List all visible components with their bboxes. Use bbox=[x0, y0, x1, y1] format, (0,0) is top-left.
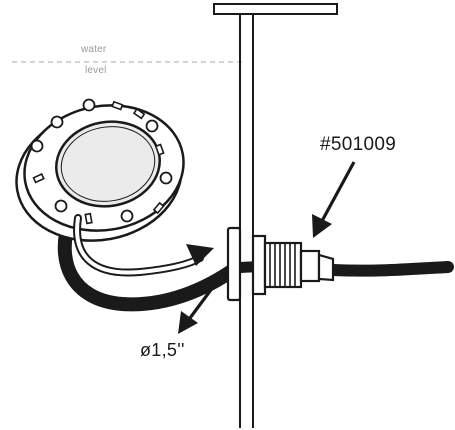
water-label: water bbox=[81, 44, 107, 55]
flange-hole bbox=[120, 209, 134, 223]
wall-top-bar bbox=[213, 3, 338, 15]
flange-hole bbox=[54, 199, 68, 213]
pool-light-fixture bbox=[15, 98, 185, 242]
part-number-arrow bbox=[312, 161, 356, 238]
flange-hole bbox=[145, 119, 159, 133]
flange-slot bbox=[154, 143, 165, 156]
cable-gland-501009 bbox=[299, 249, 321, 283]
flange-hole bbox=[50, 115, 64, 129]
diameter-arrow bbox=[178, 282, 218, 334]
flange-slot bbox=[152, 201, 165, 215]
flange-hole bbox=[30, 139, 44, 153]
flange-hole bbox=[82, 98, 96, 112]
level-label: level bbox=[85, 65, 107, 76]
flange-slot bbox=[84, 212, 93, 225]
wall-fitting bbox=[226, 226, 335, 302]
flange-hole bbox=[159, 171, 173, 185]
part-number-label: #501009 bbox=[320, 134, 397, 155]
flange-slot bbox=[32, 173, 45, 184]
flange-slot bbox=[132, 107, 146, 120]
diameter-label: ø1,5'' bbox=[140, 340, 185, 360]
flange-slot bbox=[111, 100, 124, 111]
insert-arrow bbox=[73, 214, 214, 277]
